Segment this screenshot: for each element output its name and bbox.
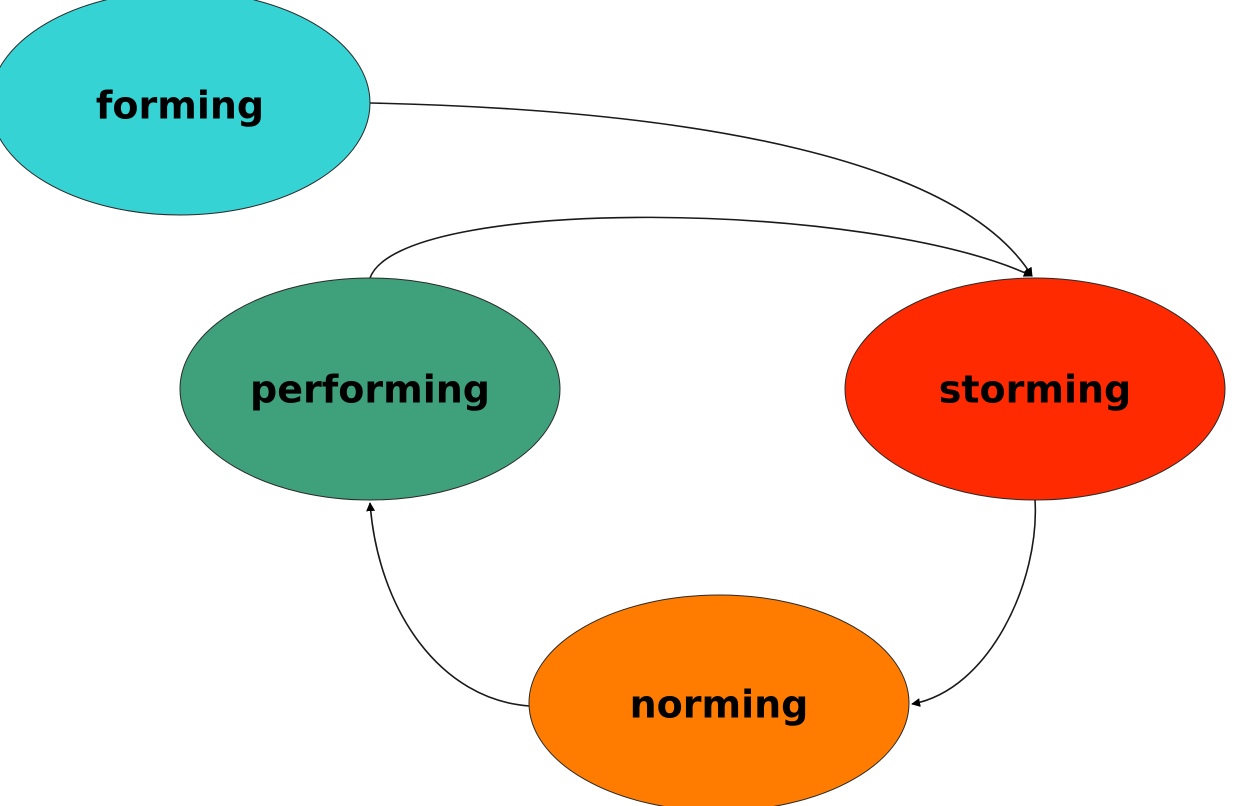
- node-norming-shape: [528, 594, 910, 806]
- node-performing-shape: [179, 277, 561, 501]
- edge-performing-storming: [369, 216, 1033, 279]
- node-storming-label: storming: [939, 368, 1132, 412]
- edge-storming-norming: [911, 499, 1037, 707]
- edge-norming-performing: [366, 502, 531, 707]
- node-forming: forming: [0, 0, 371, 216]
- edge-forming-storming: [369, 102, 1033, 277]
- node-norming: norming: [528, 594, 910, 806]
- node-forming-shape: [0, 0, 371, 216]
- node-storming: storming: [844, 277, 1226, 501]
- node-storming-shape: [844, 277, 1226, 501]
- node-performing-label: performing: [250, 368, 490, 412]
- node-performing: performing: [179, 277, 561, 501]
- node-forming-label: forming: [96, 84, 264, 128]
- node-norming-label: norming: [630, 683, 809, 727]
